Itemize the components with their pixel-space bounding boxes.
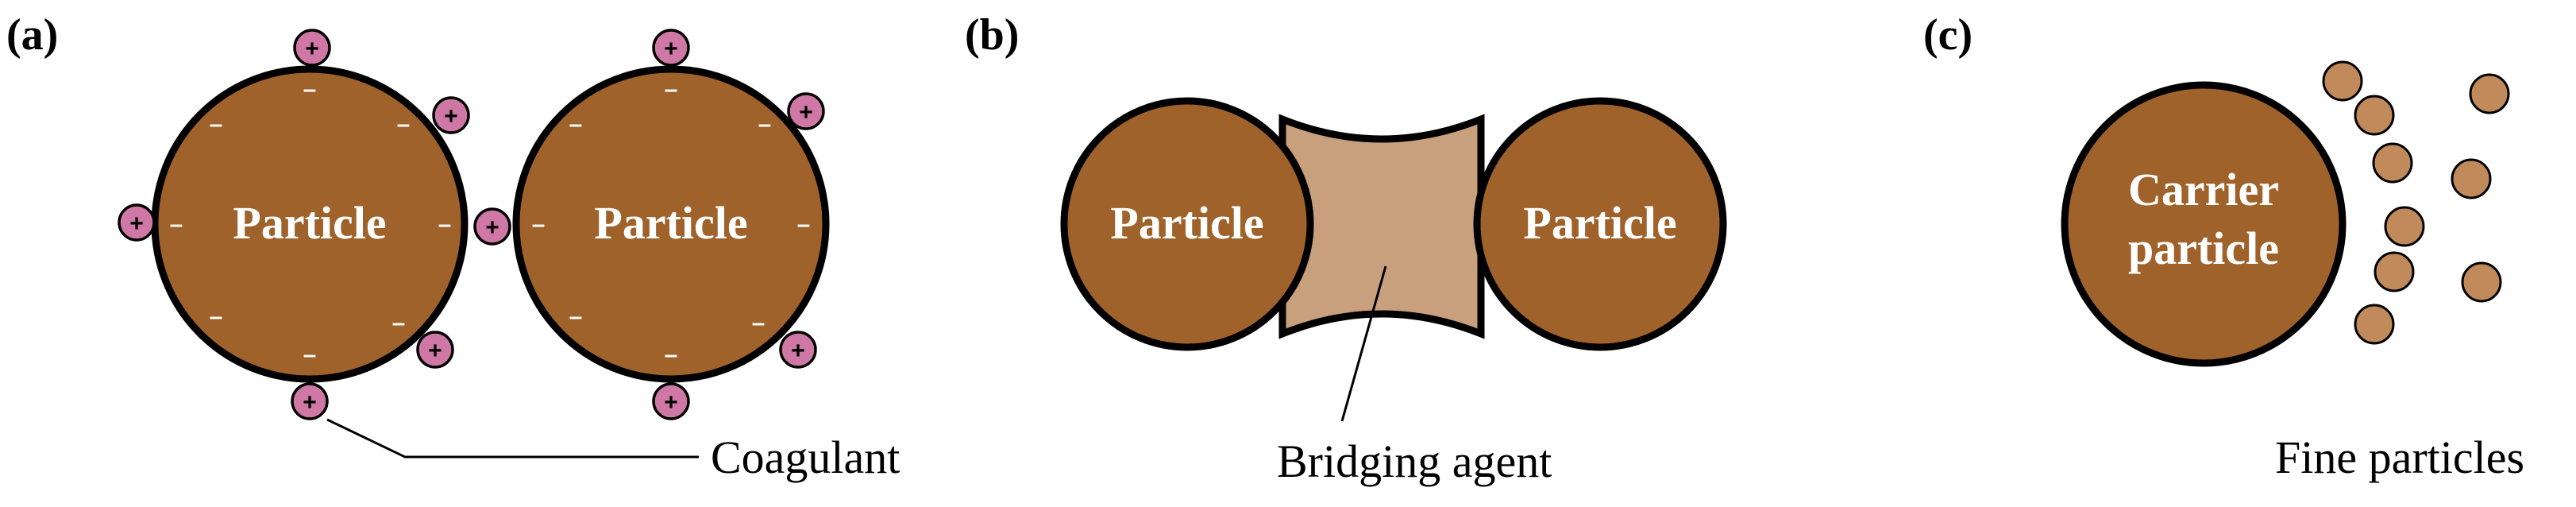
- panel-a-label: (a): [6, 10, 58, 60]
- particle-a-right: [512, 65, 830, 383]
- fine-particle: [2354, 304, 2395, 345]
- fine-particle: [2354, 95, 2395, 136]
- svg-text:+: +: [303, 389, 317, 416]
- minus-sign: –: [752, 310, 765, 336]
- minus-sign: –: [569, 304, 583, 330]
- fine-particle: [2374, 251, 2415, 292]
- liquid-bridge: [1278, 114, 1485, 339]
- coagulant-leader-line: [326, 418, 699, 459]
- minus-sign: –: [210, 304, 223, 330]
- svg-text:+: +: [485, 215, 499, 241]
- coagulant-caption: Coagulant: [711, 432, 900, 483]
- fine-particles: [2322, 60, 2510, 345]
- particle-b-right: [1473, 97, 1727, 351]
- minus-sign: –: [665, 342, 678, 368]
- minus-sign: –: [210, 111, 223, 137]
- particle-b-left-label: Particle: [1110, 197, 1263, 249]
- panel-b: (b) Particle Particle Bridging agent: [965, 10, 1727, 487]
- carrier-particle-label-line2: particle: [2128, 223, 2279, 274]
- svg-text:+: +: [664, 36, 678, 62]
- bridging-agent-leader-line: [1340, 265, 1387, 422]
- fine-particle: [2461, 261, 2502, 303]
- coagulant-ion: +: [779, 331, 817, 369]
- coagulant-ion: +: [432, 96, 470, 134]
- panel-b-label: (b): [965, 10, 1019, 60]
- minus-sign: –: [797, 211, 811, 238]
- coagulant-ion: +: [293, 29, 331, 67]
- svg-text:+: +: [129, 211, 144, 237]
- minus-sign: –: [665, 76, 678, 103]
- coagulant-ion: +: [118, 203, 156, 242]
- particle-a-right-label: Particle: [594, 197, 747, 249]
- fine-particle: [2469, 73, 2510, 114]
- minus-sign: –: [569, 111, 583, 137]
- carrier-particle: [2061, 81, 2347, 367]
- minus-sign: –: [392, 310, 406, 336]
- minus-sign: –: [303, 76, 317, 103]
- particle-a-left-label: Particle: [233, 197, 386, 249]
- fine-particle: [2451, 158, 2492, 199]
- minus-sign: –: [170, 211, 183, 238]
- coagulant-ion: +: [652, 29, 690, 67]
- svg-text:+: +: [664, 389, 678, 416]
- panel-a: (a) Particle Particle – – – – – – – – – …: [6, 10, 900, 483]
- svg-text:+: +: [444, 103, 458, 130]
- minus-sign: –: [438, 211, 452, 238]
- svg-text:+: +: [305, 36, 319, 62]
- panel-c-label: (c): [1923, 10, 1972, 60]
- fine-particles-caption: Fine particles: [2275, 432, 2524, 483]
- particle-b-left: [1060, 97, 1314, 351]
- coagulant-ion: +: [473, 207, 511, 246]
- carrier-particle-label-line1: Carrier: [2128, 164, 2279, 215]
- coagulant-ion: +: [416, 331, 454, 369]
- minus-sign: –: [303, 342, 317, 368]
- bridging-agent-caption: Bridging agent: [1277, 435, 1552, 487]
- negative-charges-right: – – – – – – – –: [532, 76, 811, 368]
- fine-particle: [2372, 142, 2413, 184]
- coagulant-ions: + + + + + + + + + +: [118, 29, 825, 420]
- coagulant-ion: +: [787, 92, 825, 130]
- coagulant-ion: +: [652, 382, 690, 420]
- fine-particle: [2322, 60, 2363, 102]
- particle-b-right-label: Particle: [1523, 197, 1676, 249]
- svg-text:+: +: [791, 338, 805, 364]
- minus-sign: –: [532, 211, 546, 238]
- svg-text:+: +: [799, 99, 813, 126]
- negative-charges-left: – – – – – – – –: [170, 76, 452, 368]
- fine-particle: [2384, 206, 2425, 247]
- panel-c: (c) Carrier particle Fine particles: [1923, 10, 2524, 483]
- svg-text:+: +: [428, 338, 442, 364]
- minus-sign: –: [397, 111, 411, 137]
- coagulant-ion: +: [291, 382, 329, 420]
- minus-sign: –: [758, 111, 772, 137]
